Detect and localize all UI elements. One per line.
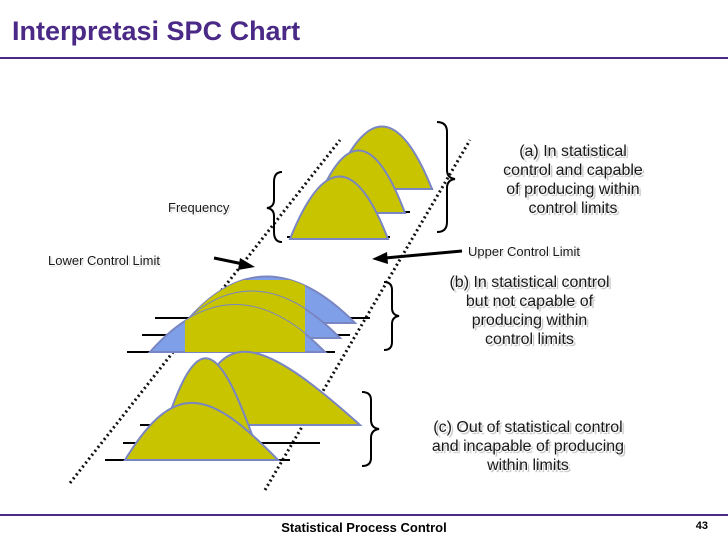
curve-c-front [123,402,281,461]
brace-b [383,281,400,351]
page-number: 43 [695,520,708,532]
case-c-label: (c) Out of statistical control and incap… [431,419,625,474]
brace-frequency [266,171,283,243]
frequency-label: Frequency [168,200,230,215]
title-divider [0,57,728,59]
group-a-distributions [287,125,434,240]
group-c-distributions [105,350,363,461]
arrow-lower-control-limit [213,256,255,270]
case-a-label: (a) In statistical control and capable o… [503,143,643,217]
case-b-label: (b) In statistical control but not capab… [449,274,610,348]
slide-title: Interpretasi SPC Chart [12,16,301,46]
footer-title: Statistical Process Control [281,520,447,535]
brace-c [361,391,380,467]
upper-control-limit-label: Upper Control Limit [468,244,580,259]
arrow-upper-control-limit [372,249,463,264]
lower-control-limit-label: Lower Control Limit [48,253,160,268]
curve-a-front [288,175,390,240]
brace-a [436,121,456,233]
footer-divider [0,514,728,516]
group-b-distributions [127,275,370,353]
curve-b-front-center [185,305,305,352]
